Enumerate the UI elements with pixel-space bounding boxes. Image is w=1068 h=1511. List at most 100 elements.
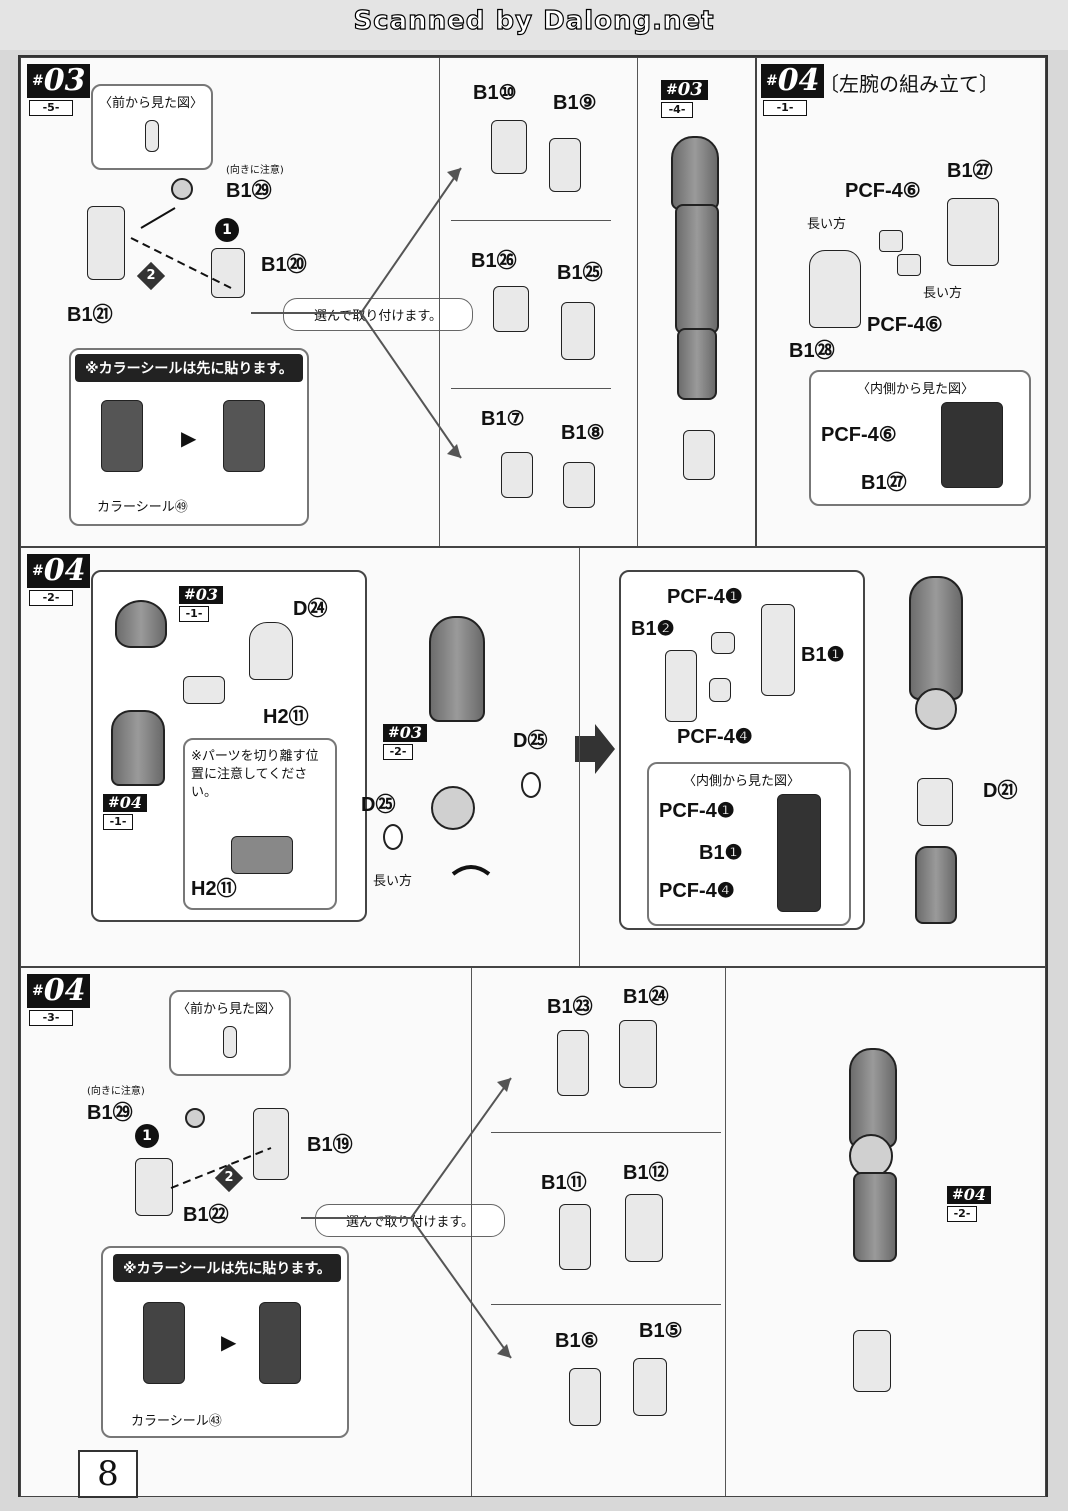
divider: [471, 968, 472, 1496]
hand-part: [563, 462, 595, 508]
ball-joint-part: [185, 1108, 205, 1128]
elbow-joint-part: [915, 688, 957, 730]
forearm-part: [143, 1302, 185, 1384]
hand-part: [853, 1330, 891, 1392]
part-label: B1㉖: [471, 250, 517, 272]
assembly-arrows: [170, 1147, 272, 1189]
forearm-part: [915, 846, 957, 924]
armor-part: [249, 622, 293, 680]
step-badge: #04: [761, 64, 825, 98]
divider: [451, 388, 611, 389]
step-sub: -1-: [763, 100, 807, 116]
armor-part: [917, 778, 953, 826]
part-label: B1⑳: [261, 254, 307, 276]
cap-part: [521, 772, 541, 798]
inner-part-photo: [941, 402, 1003, 488]
part-label: B1㉗: [947, 160, 993, 182]
ref-badge: #04: [947, 1186, 991, 1204]
polycap-part: [709, 678, 731, 702]
cut-note: ※パーツを切り離す位置に注意してください。: [191, 749, 319, 800]
order-1-icon: 1: [215, 218, 239, 242]
step-sub: -2-: [29, 590, 73, 606]
forearm-part: [259, 1302, 301, 1384]
part-label: B1⑥: [555, 1330, 599, 1352]
part-label: H2⑪: [263, 706, 309, 728]
section-title: 〔左腕の組み立て〕: [819, 74, 999, 96]
choose-note: 選んで取り付けます。: [283, 298, 474, 331]
long-side-label: 長い方: [807, 217, 847, 232]
forearm-part: [223, 400, 265, 472]
part-label: PCF-4⑥: [821, 424, 897, 446]
part-label: B1⑩: [473, 82, 517, 104]
step-03-5-panel: #03 -5- 〈前から見た図〉 (向きに注意) B1㉙ 1 2 B1⑳ B1㉑…: [20, 57, 756, 547]
scan-credit: Scanned by Dalong.net: [353, 5, 715, 36]
ref-badge: #03: [661, 80, 708, 100]
inner-view-box: 〈内側から見た図〉 PCF-4❶ B1❶ PCF-4❹: [647, 762, 851, 926]
cut-note-box: ※パーツを切り離す位置に注意してください。 H2⑪: [183, 738, 337, 910]
hand-part: [493, 286, 529, 332]
arm-part: [675, 204, 719, 334]
hand-part: [253, 1108, 289, 1180]
upper-arm-part: [429, 616, 485, 722]
frame-part: [761, 604, 795, 696]
part-label: D㉔: [293, 598, 328, 620]
part-label: B1㉓: [547, 996, 593, 1018]
page-number: 8: [78, 1450, 138, 1498]
divider: [637, 58, 638, 546]
next-arrow-icon: [575, 724, 615, 774]
inner-part-photo: [777, 794, 821, 912]
hand-part: [501, 452, 533, 498]
ref-badge: #04: [103, 794, 147, 812]
sub-assembly-box: #03 -1- #04 -1- D㉔ H2⑪ ※パーツを切り離す位置に注意してく…: [91, 570, 367, 922]
inner-view-label: 〈内側から見た図〉: [857, 382, 975, 397]
step-badge: #04: [27, 974, 91, 1008]
step-04-1-panel: #04 -1- 〔左腕の組み立て〕 B1㉗ PCF-4⑥ 長い方 長い方 PCF…: [756, 57, 1046, 547]
ref-sub: -4-: [661, 102, 693, 118]
long-side-label: 長い方: [923, 286, 963, 301]
direction-note: (向きに注意): [87, 1086, 145, 1097]
polycap-part: [879, 230, 903, 252]
arm-part: [665, 650, 697, 722]
part-label: B1⑨: [553, 92, 597, 114]
ref-sub: -2-: [947, 1206, 977, 1222]
armor-part: [809, 250, 861, 328]
step-sub: -5-: [29, 100, 73, 116]
inner-view-box: 〈内側から見た図〉 PCF-4⑥ B1㉗: [809, 370, 1031, 506]
assembly-arrows: [130, 207, 232, 289]
front-view-box: 〈前から見た図〉: [91, 84, 213, 170]
part-label: PCF-4❹: [659, 880, 735, 902]
sticker-label: カラーシール㊾: [97, 500, 188, 515]
part-label: PCF-4❶: [667, 586, 743, 608]
part-label: B1㉗: [861, 472, 907, 494]
hand-part: [619, 1020, 657, 1088]
part-label: B1㉘: [789, 340, 835, 362]
part-label: B1㉔: [623, 986, 669, 1008]
long-side-label: 長い方: [373, 874, 413, 889]
part-label: PCF-4❶: [659, 800, 735, 822]
part-label: B1❶: [801, 644, 845, 666]
ref-badge: #03: [179, 586, 223, 604]
part-label: B1㉒: [183, 1204, 229, 1226]
arrow-right-icon: ▶: [181, 426, 197, 450]
choice-arrows: [251, 167, 462, 459]
rotate-arrow-icon: [451, 865, 491, 876]
forearm-part: [101, 400, 143, 472]
front-view-label: 〈前から見た図〉: [99, 96, 204, 111]
cap-part: [383, 824, 403, 850]
step-badge: #04: [27, 554, 91, 588]
sticker-box: ※カラーシールは先に貼ります。 ▶ カラーシール㊸: [101, 1246, 349, 1438]
hand-part: [211, 248, 245, 298]
divider: [439, 58, 440, 546]
part-label: B1㉕: [557, 262, 603, 284]
part-label: B1⑫: [623, 1162, 669, 1184]
hand-part: [561, 302, 595, 360]
elbow-joint-part: [431, 786, 475, 830]
part-label: H2⑪: [191, 878, 237, 900]
part-label: B1❷: [631, 618, 675, 640]
part-label: D㉑: [983, 780, 1018, 802]
hand-part: [491, 120, 527, 174]
part-label: B1㉙: [87, 1102, 133, 1124]
frame-part: [183, 676, 225, 704]
armor-part: [947, 198, 999, 266]
arrow-right-icon: ▶: [221, 1330, 237, 1354]
